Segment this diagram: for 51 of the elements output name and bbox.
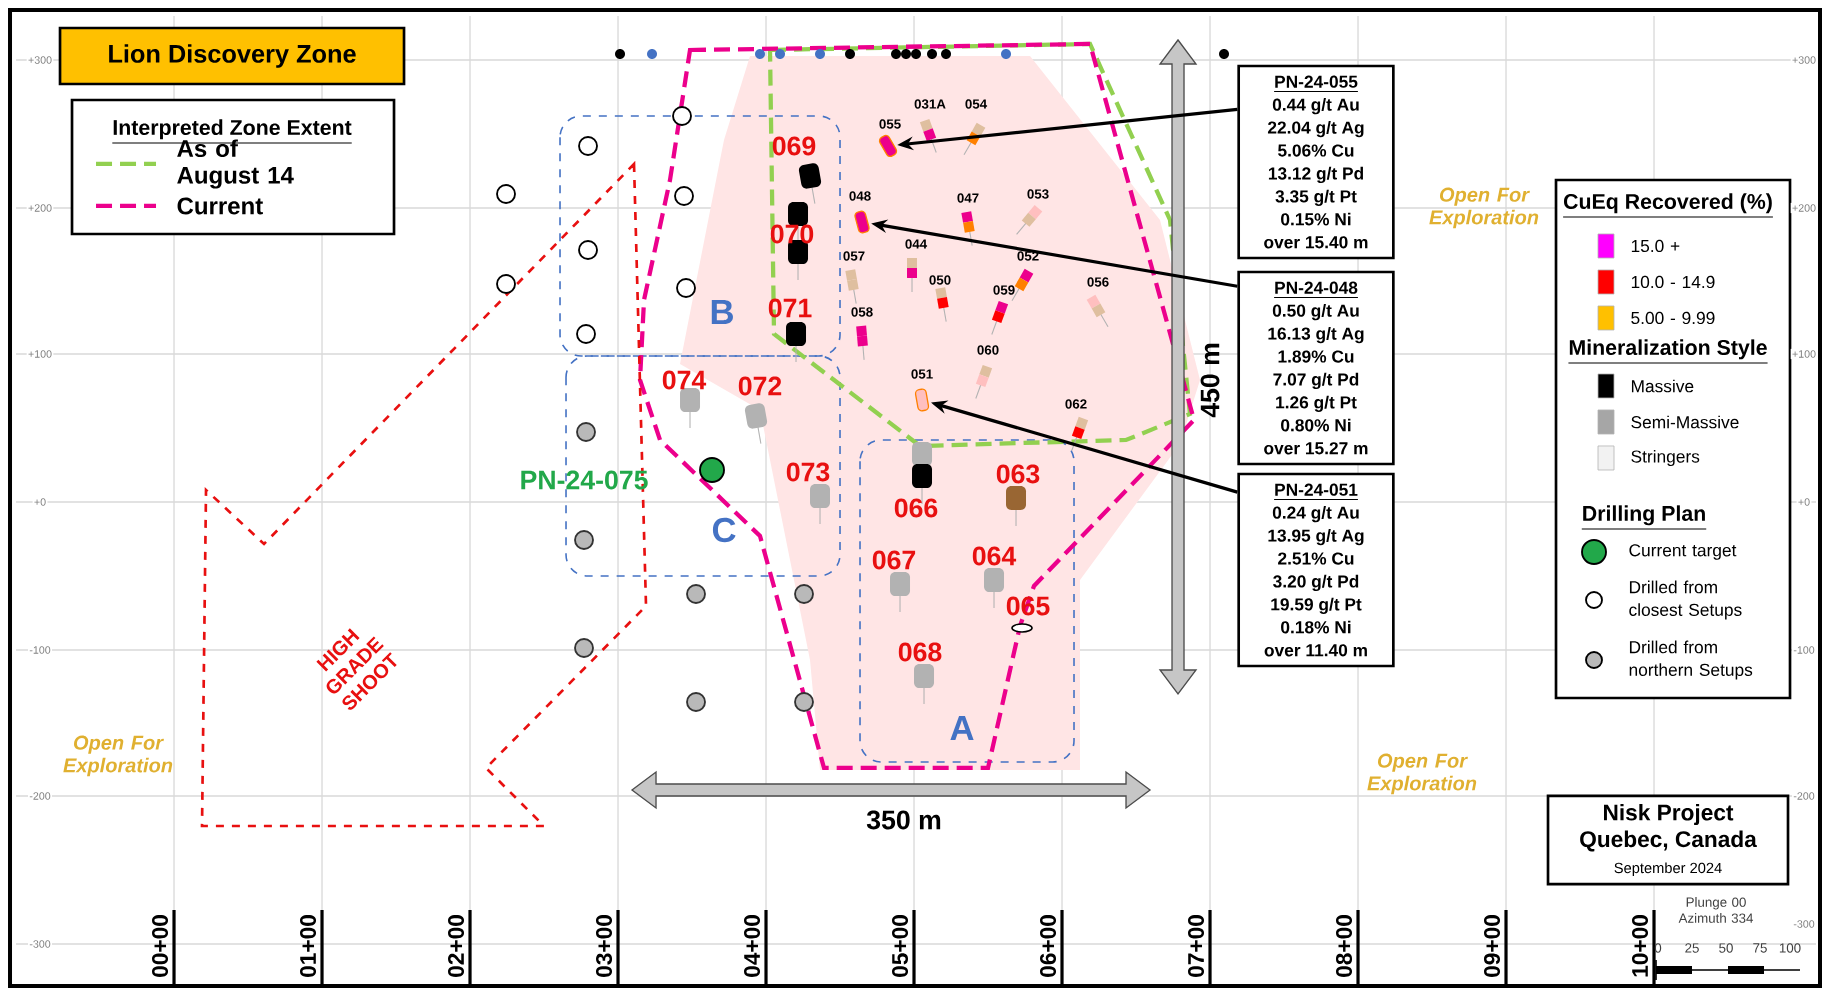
legend-label: Stringers [1631, 449, 1700, 467]
legend-label: 10.0 - 14.9 [1631, 275, 1715, 289]
legend-label: As of August 14 [177, 139, 294, 189]
station-label: 00+00 [152, 915, 169, 977]
station-label: 10+00 [1632, 915, 1648, 977]
legend-heading: CuEq Recovered (%) [1562, 193, 1774, 218]
hole-label: 070 [770, 224, 814, 244]
station-label: 02+00 [448, 915, 465, 977]
hole-label: 066 [894, 498, 938, 518]
zone-letter: C [712, 517, 736, 543]
drill-hole [914, 388, 930, 412]
hole-label: 064 [972, 546, 1017, 566]
hole-label: 068 [898, 642, 942, 662]
zone-letter: B [711, 300, 733, 324]
exploration-note: Open For Exploration [63, 735, 173, 777]
exploration-note: Open For Exploration [1367, 753, 1477, 795]
station-label: 01+00 [300, 915, 317, 977]
station-label: 03+00 [596, 915, 613, 977]
legend-heading: Drilling Plan [1581, 505, 1707, 530]
hole-label: 071 [768, 298, 812, 318]
legend-heading: Mineralization Style [1567, 339, 1769, 364]
legend-label: 15.0 + [1631, 239, 1680, 253]
hole-label: 067 [872, 550, 916, 570]
legend-label: Drilled from northern Setups [1629, 640, 1753, 680]
station-label: 07+00 [1188, 915, 1204, 977]
hole-label: 072 [738, 376, 782, 396]
legend-label: Massive [1631, 379, 1694, 393]
drill-hole [854, 210, 870, 234]
exploration-note: Open For Exploration [1429, 187, 1539, 229]
hole-label: PN-24-075 [521, 470, 648, 490]
dimension-label: 350 m [866, 810, 941, 830]
drill-hole [878, 134, 898, 158]
assay-callout: PN-24-051 0.24 g/t Au 13.95 g/t Ag 2.51% Cu 3.20 g/t Pd 19.59 g/t Pt 0.18% Ni over 11.40 m [1237, 472, 1395, 668]
hole-label: 074 [662, 370, 707, 390]
hole-label: 063 [996, 464, 1040, 484]
legend-label: 5.00 - 9.99 [1631, 311, 1715, 325]
assay-callout: PN-24-048 0.50 g/t Au 16.13 g/t Ag 1.89% Cu 7.07 g/t Pd 1.26 g/t Pt 0.80% Ni over 15.27 m [1237, 270, 1395, 466]
legend-label: Current [177, 197, 263, 215]
legend-label: Drilled from closest Setups [1629, 580, 1742, 620]
station-label: 05+00 [892, 915, 909, 977]
dimension-label: 450 m [1200, 343, 1220, 418]
legend-label: Current target [1629, 544, 1737, 560]
hole-label: 073 [786, 462, 830, 482]
zone-letter: A [950, 716, 974, 740]
station-label: 09+00 [1484, 915, 1500, 977]
assay-callout: PN-24-055 0.44 g/t Au 22.04 g/t Ag 5.06% Cu 13.12 g/t Pd 3.35 g/t Pt 0.15% Ni over 15.40 m [1237, 64, 1395, 260]
legend-label: Semi-Massive [1631, 415, 1739, 429]
station-label: 04+00 [744, 915, 761, 977]
station-label: 06+00 [1040, 915, 1057, 977]
station-label: 08+00 [1336, 915, 1352, 977]
title-box: Lion Discovery Zone [58, 26, 406, 86]
